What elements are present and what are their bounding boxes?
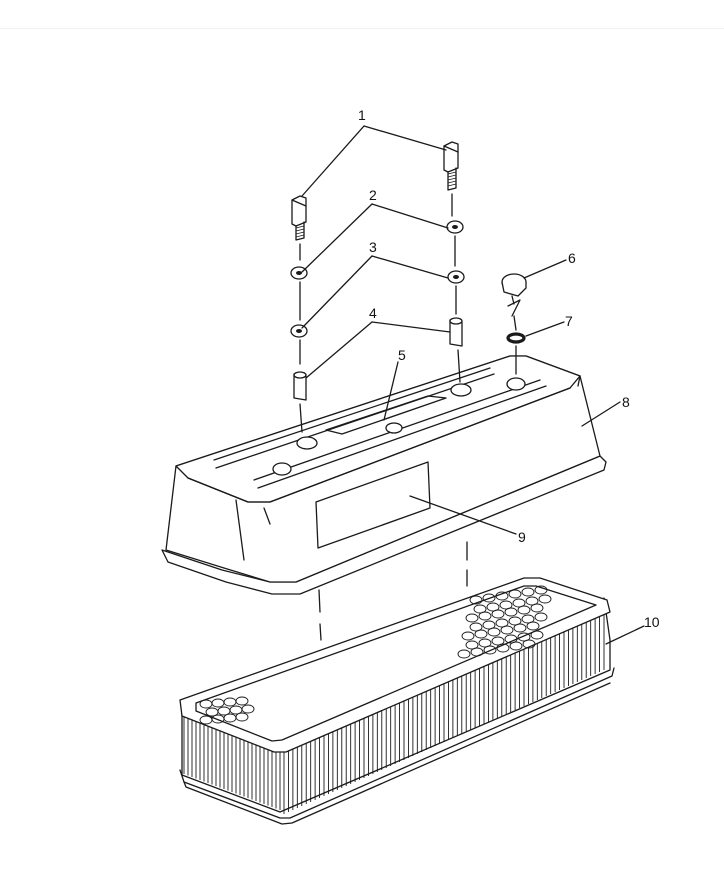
perforation-hole <box>482 620 496 630</box>
perforation-hole <box>469 595 483 605</box>
perforation-hole <box>521 614 535 624</box>
perforation-hole <box>538 594 552 604</box>
air-filter-element <box>179 577 615 825</box>
perforation-hole <box>513 623 527 633</box>
callout-3: 3 <box>369 239 377 255</box>
perforation-hole <box>235 696 249 706</box>
perforation-hole <box>469 622 483 632</box>
callout-2: 2 <box>369 187 377 203</box>
perforation-hole <box>521 587 535 597</box>
left-fastener-stack <box>290 195 308 433</box>
perforation-hole <box>235 712 249 722</box>
perforation-hole <box>517 605 531 615</box>
perforation-hole <box>457 649 471 659</box>
perforation-hole <box>486 602 500 612</box>
perforation-hole <box>465 613 479 623</box>
perforation-hole <box>473 604 487 614</box>
callout-6: 6 <box>568 250 576 266</box>
air-cleaner-cover <box>161 355 607 595</box>
perforation-hole <box>495 618 509 628</box>
perforation-hole <box>509 641 523 651</box>
perforation-hole <box>517 632 531 642</box>
leader-lines <box>301 125 645 645</box>
callout-10: 10 <box>644 614 660 630</box>
perforation-hole <box>499 600 513 610</box>
callout-9: 9 <box>518 529 526 545</box>
perforation-hole <box>512 598 526 608</box>
perforation-hole <box>500 625 514 635</box>
perforation-hole <box>241 704 255 714</box>
cover-knob-assembly <box>501 273 527 375</box>
right-fastener-stack <box>443 141 465 383</box>
callout-labels: 1 2 3 4 5 6 7 8 9 10 <box>358 107 660 630</box>
perforation-hole <box>504 634 518 644</box>
perforation-hole <box>495 591 509 601</box>
perforation-hole <box>474 629 488 639</box>
filter-pleats-side <box>183 716 281 810</box>
perforation-hole <box>525 596 539 606</box>
callout-5: 5 <box>398 347 406 363</box>
filter-pleats-front <box>283 612 605 814</box>
perforation-hole <box>470 647 484 657</box>
perforation-hole <box>491 609 505 619</box>
perforation-hole <box>522 639 536 649</box>
perforation-hole <box>482 593 496 603</box>
perforation-hole <box>534 585 548 595</box>
callout-8: 8 <box>622 394 630 410</box>
perforation-hole <box>508 589 522 599</box>
perforation-hole <box>530 603 544 613</box>
alignment-lines <box>318 541 468 641</box>
perforation-hole <box>530 630 544 640</box>
perforation-hole <box>478 638 492 648</box>
perforation-hole <box>491 636 505 646</box>
callout-1: 1 <box>358 107 366 123</box>
perforation-hole <box>496 643 510 653</box>
callout-4: 4 <box>369 305 377 321</box>
perforation-hole <box>461 631 475 641</box>
perforation-hole <box>465 640 479 650</box>
perforation-hole <box>504 607 518 617</box>
top-divider <box>0 28 724 29</box>
filter-perforations <box>199 585 552 725</box>
perforation-hole <box>483 645 497 655</box>
perforation-hole <box>508 616 522 626</box>
callout-7: 7 <box>565 313 573 329</box>
perforation-hole <box>478 611 492 621</box>
perforation-hole <box>534 612 548 622</box>
perforation-hole <box>526 621 540 631</box>
perforation-hole <box>487 627 501 637</box>
